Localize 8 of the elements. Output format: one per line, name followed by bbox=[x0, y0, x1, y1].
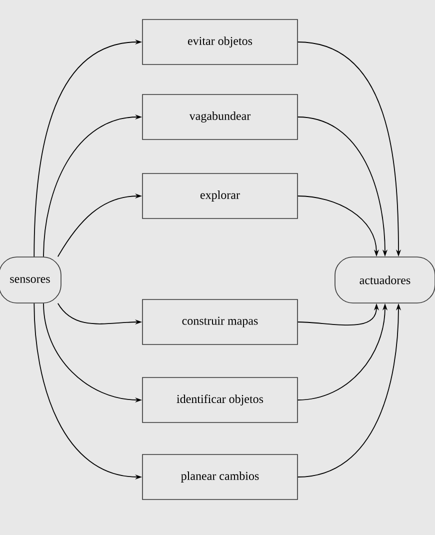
process-box: vagabundear bbox=[142, 94, 298, 140]
process-box: explorar bbox=[142, 173, 298, 219]
process-box: identificar objetos bbox=[142, 377, 298, 423]
terminal-box: actuadores bbox=[334, 256, 435, 304]
terminal-box: sensores bbox=[0, 256, 62, 304]
process-box: planear cambios bbox=[142, 454, 298, 500]
process-box: evitar objetos bbox=[142, 19, 298, 65]
process-box: construir mapas bbox=[142, 299, 298, 345]
